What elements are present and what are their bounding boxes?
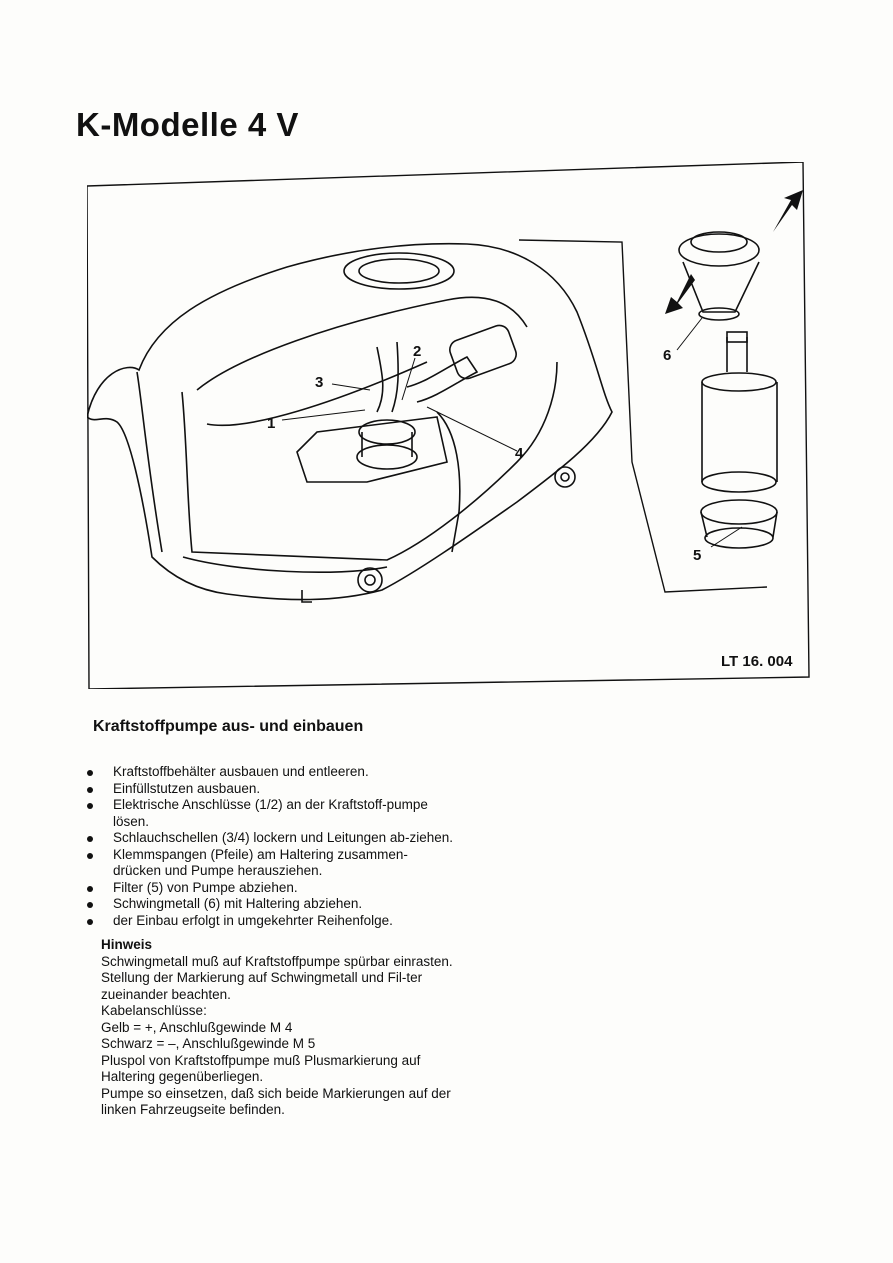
note-line: Schwingmetall muß auf Kraftstoffpumpe sp… [101,953,453,969]
list-item: Einfüllstutzen ausbauen. [87,781,453,798]
callout-5: 5 [693,547,701,564]
callout-1: 1 [267,415,275,432]
callout-leaders [281,317,743,548]
note-line: Pumpe so einsetzen, daß sich beide Marki… [101,1085,451,1118]
note-block: Hinweis Schwingmetall muß auf Kraftstoff… [101,937,453,1119]
note-line: Pluspol von Kraftstoffpumpe muß Plusmark… [101,1052,421,1085]
diagram-svg: 1 2 3 4 5 6 LT 16. 004 [87,162,810,689]
list-item: Schlauchschellen (3/4) lockern und Leitu… [87,830,453,847]
list-item: Schwingmetall (6) mit Haltering abziehen… [87,896,453,913]
list-item: Elektrische Anschlüsse (1/2) an der Kraf… [87,797,453,830]
fuel-tank-drawing [87,242,613,603]
note-line: Schwarz = –, Anschlußgewinde M 5 [101,1036,316,1051]
note-line: Kabelanschlüsse: [101,1003,207,1018]
pump-exploded-view [678,231,778,549]
step-list: Kraftstoffbehälter ausbauen und entleere… [87,764,453,929]
section-title: Kraftstoffpumpe aus- und einbauen [93,718,364,735]
procedure-section: Kraftstoffpumpe aus- und einbauen Krafts… [87,718,453,1119]
callout-6: 6 [663,347,671,364]
fuel-pump-diagram: 1 2 3 4 5 6 LT 16. 004 [87,162,811,689]
note-heading: Hinweis [101,937,153,952]
arrow-icon-top [773,190,803,232]
figure-reference: LT 16. 004 [721,653,793,670]
list-item: Klemmspangen (Pfeile) am Haltering zusam… [87,847,453,880]
callout-2: 2 [413,343,421,360]
list-item: Filter (5) von Pumpe abziehen. [87,880,453,897]
page-title: K-Modelle 4 V [76,106,299,143]
note-line: Stellung der Markierung auf Schwingmetal… [101,970,423,1002]
clip-arrows [665,190,803,314]
figure-frame [87,162,810,689]
list-item: der Einbau erfolgt in umgekehrter Reihen… [87,913,453,930]
exploded-view-bracket [518,239,768,593]
arrow-icon-left [665,274,695,314]
note-line: Gelb = +, Anschlußgewinde M 4 [101,1019,293,1035]
callout-4: 4 [515,445,524,462]
list-item: Kraftstoffbehälter ausbauen und entleere… [87,764,453,781]
callout-3: 3 [315,374,323,391]
